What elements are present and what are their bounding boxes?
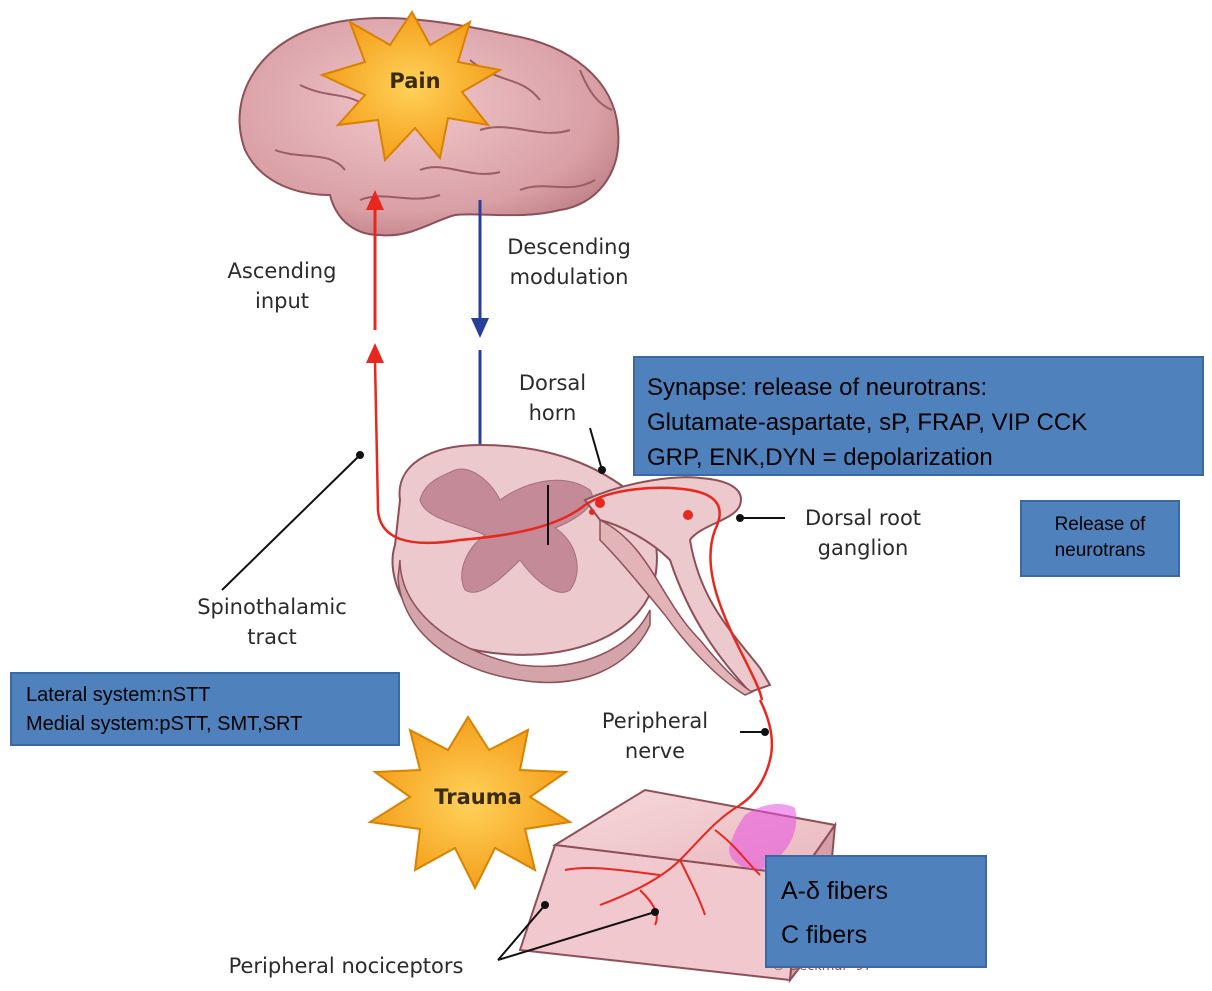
peripheral-nerve bbox=[740, 700, 772, 805]
systems-line-1: Lateral system:nSTT bbox=[26, 681, 398, 710]
peripheral-nerve-label: Peripheral nerve bbox=[585, 706, 725, 766]
release-callout: Release of neurotrans bbox=[1020, 500, 1180, 577]
synapse-line-1: Synapse: release of neurotrans: bbox=[647, 370, 1202, 405]
descending-label-line-1: Descending bbox=[494, 232, 644, 262]
descending-label-line-2: modulation bbox=[494, 262, 644, 292]
peripheral-nerve-line-1: Peripheral bbox=[585, 706, 725, 736]
pain-label: Pain bbox=[380, 66, 450, 96]
spinothalamic-tract-label: Spinothalamic tract bbox=[172, 592, 372, 652]
peripheral-nerve-line-2: nerve bbox=[585, 736, 725, 766]
dorsal-root-line-1: Dorsal root bbox=[788, 503, 938, 533]
peripheral-nociceptors-label: Peripheral nociceptors bbox=[196, 951, 496, 981]
dorsal-root-line-2: ganglion bbox=[788, 533, 938, 563]
dorsal-root-ganglion-label: Dorsal root ganglion bbox=[788, 503, 938, 563]
synapse-line-2: Glutamate-aspartate, sP, FRAP, VIP CCK bbox=[647, 405, 1202, 440]
fibers-callout: A-δ fibers C fibers bbox=[765, 855, 987, 968]
ascending-label-line-1: Ascending bbox=[222, 256, 342, 286]
ascending-label-line-2: input bbox=[222, 286, 342, 316]
dorsal-horn-label: Dorsal horn bbox=[510, 368, 595, 428]
trauma-label: Trauma bbox=[428, 782, 528, 812]
synapse-callout: Synapse: release of neurotrans: Glutamat… bbox=[633, 356, 1204, 476]
a-delta-fibers-label: A-δ fibers bbox=[781, 869, 985, 913]
c-fibers-label: C fibers bbox=[781, 913, 985, 957]
release-line-1: Release of bbox=[1022, 512, 1178, 538]
descending-arrow bbox=[471, 200, 489, 478]
spinothalamic-line-1: Spinothalamic bbox=[172, 592, 372, 622]
ascending-input-label: Ascending input bbox=[222, 256, 342, 316]
synapse-line-3: GRP, ENK,DYN = depolarization bbox=[647, 440, 1202, 475]
release-line-2: neurotrans bbox=[1022, 538, 1178, 564]
spinothalamic-line-2: tract bbox=[172, 622, 372, 652]
descending-modulation-label: Descending modulation bbox=[494, 232, 644, 292]
dorsal-horn-line-1: Dorsal bbox=[510, 368, 595, 398]
systems-callout: Lateral system:nSTT Medial system:pSTT, … bbox=[10, 672, 400, 746]
dorsal-horn-line-2: horn bbox=[510, 398, 595, 428]
systems-line-2: Medial system:pSTT, SMT,SRT bbox=[26, 710, 398, 739]
